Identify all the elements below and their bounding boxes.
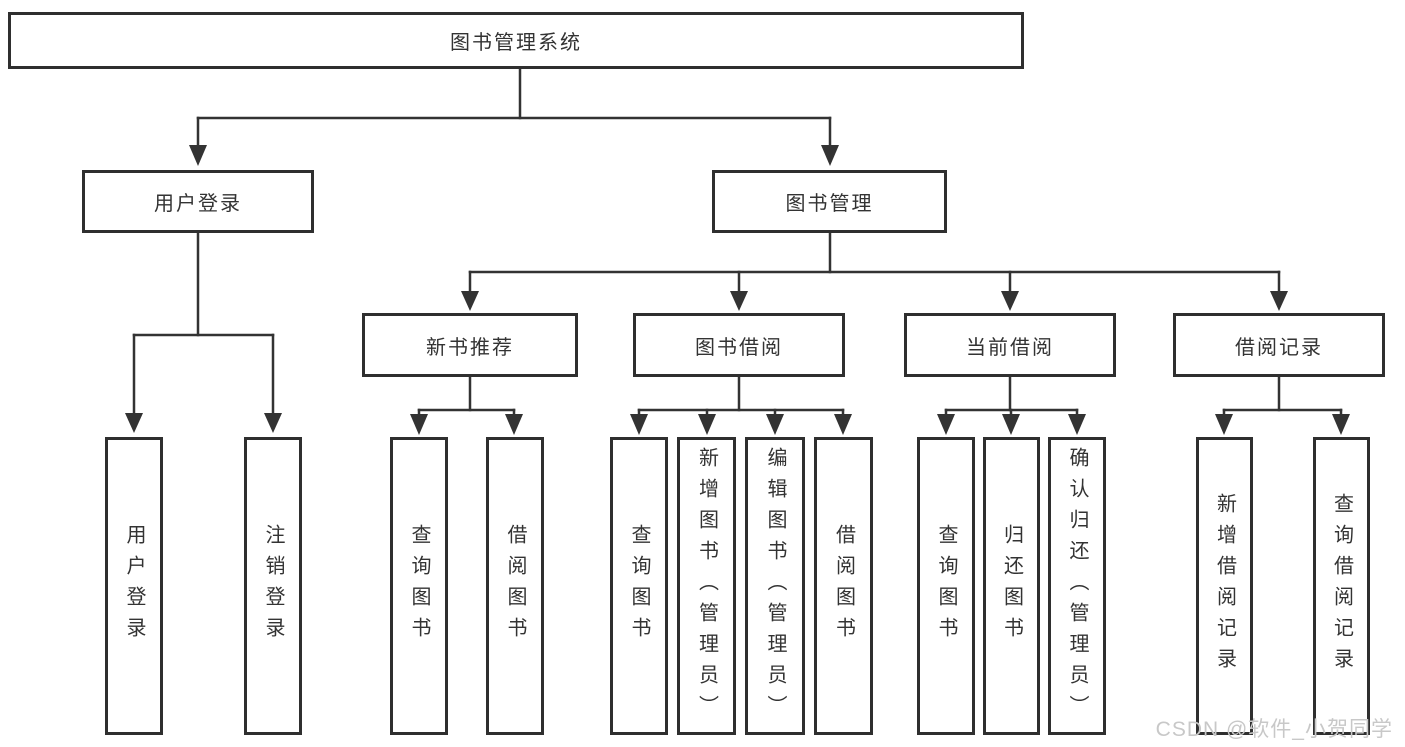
leaf-borrowing-borrow-books: 借阅图书 [814, 437, 873, 735]
node-label: 图书管理系统 [450, 32, 582, 54]
node-book-borrowing: 图书借阅 [633, 313, 845, 377]
leaf-user-login: 用户登录 [105, 437, 163, 735]
leaf-current-confirm-return-admin: 确认归还（管理员） [1048, 437, 1106, 735]
node-label: 注销登录 [262, 524, 284, 648]
leaf-records-add-record: 新增借阅记录 [1196, 437, 1253, 735]
node-borrowing-records: 借阅记录 [1173, 313, 1385, 377]
node-label: 用户登录 [123, 524, 145, 648]
leaf-current-return-books: 归还图书 [983, 437, 1040, 735]
leaf-borrowing-edit-books-admin: 编辑图书（管理员） [745, 437, 805, 735]
node-label: 借阅图书 [504, 524, 526, 648]
leaf-logout: 注销登录 [244, 437, 302, 735]
node-library-management-system: 图书管理系统 [8, 12, 1024, 69]
node-label: 编辑图书（管理员） [764, 446, 786, 726]
node-current-borrowing: 当前借阅 [904, 313, 1116, 377]
leaf-borrowing-query-books: 查询图书 [610, 437, 668, 735]
node-label: 图书借阅 [695, 336, 783, 359]
node-label: 新增借阅记录 [1213, 493, 1236, 679]
node-label: 查询图书 [628, 524, 650, 648]
leaf-recommend-query-books: 查询图书 [390, 437, 448, 735]
node-label: 借阅图书 [832, 524, 855, 648]
node-label: 新增图书（管理员） [695, 446, 718, 726]
node-label: 查询图书 [935, 524, 957, 648]
node-label: 查询借阅记录 [1330, 493, 1353, 679]
node-label: 归还图书 [1000, 524, 1023, 648]
node-label: 用户登录 [154, 193, 242, 215]
node-label: 新书推荐 [426, 336, 514, 359]
leaf-records-query-record: 查询借阅记录 [1313, 437, 1370, 735]
csdn-watermark: CSDN @软件_小贺同学 [1155, 718, 1393, 741]
leaf-current-query-books: 查询图书 [917, 437, 975, 735]
node-book-management: 图书管理 [712, 170, 947, 233]
leaf-recommend-borrow-books: 借阅图书 [486, 437, 544, 735]
leaf-borrowing-add-books-admin: 新增图书（管理员） [677, 437, 736, 735]
node-label: 当前借阅 [966, 336, 1054, 359]
node-label: 借阅记录 [1235, 336, 1323, 359]
node-label: 图书管理 [785, 193, 874, 215]
node-user-login: 用户登录 [82, 170, 314, 233]
node-label: 确认归还（管理员） [1066, 446, 1088, 726]
node-new-book-recommendation: 新书推荐 [362, 313, 578, 377]
node-label: 查询图书 [408, 524, 430, 648]
connector-arrowheads [125, 145, 1350, 435]
